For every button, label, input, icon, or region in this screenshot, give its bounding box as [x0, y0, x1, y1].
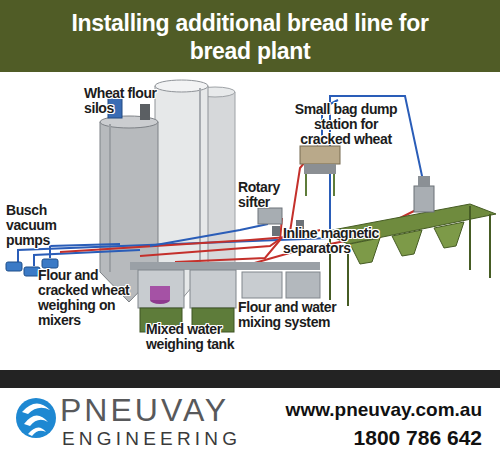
callout-label: Flour and cracked wheat weighing on mixe…: [38, 268, 138, 328]
receiver-tower: [414, 186, 434, 212]
dump-station-hood: [300, 146, 340, 164]
callout-label: Inline magnetic separators: [283, 226, 399, 256]
product-pipe: [230, 208, 420, 270]
logo-subtitle: ENGINEERING: [62, 428, 292, 450]
callout-label: Busch vacuum pumps: [6, 203, 64, 248]
mixing-system: [286, 272, 320, 298]
callout-label: Flour and water mixing system: [238, 300, 352, 330]
vacuum-pump: [42, 259, 58, 268]
silo-ladder: [199, 88, 201, 268]
hopper: [434, 222, 464, 248]
footer-band: [0, 370, 500, 388]
logo-swirl: [22, 403, 50, 414]
weighing-mixer: [138, 270, 184, 308]
silo-vent: [140, 104, 150, 120]
callout-label: Small bag dump station for cracked wheat: [288, 102, 404, 147]
logo-swirl: [24, 415, 48, 426]
rotary-sifter: [258, 208, 282, 224]
dump-station: [300, 146, 340, 196]
hopper: [350, 238, 380, 264]
vacuum-pump: [6, 262, 22, 271]
platform-leg: [469, 206, 471, 270]
title-band: [0, 0, 500, 72]
logo-mark: [16, 398, 56, 438]
dump-station-leg: [305, 174, 307, 196]
dump-station-leg: [333, 174, 335, 196]
logo-swirl: [28, 427, 46, 436]
platform-leg: [489, 214, 491, 278]
hopper: [392, 230, 422, 256]
callout-label: Wheat flour silos: [84, 86, 179, 116]
website-text: www.pneuvay.com.au: [270, 399, 482, 421]
callout-label: Rotary sifter: [238, 180, 296, 210]
pipe-group: [18, 96, 425, 270]
mixing-system: [242, 272, 282, 298]
magnetic-separator: [272, 226, 280, 236]
water-tank: [150, 286, 170, 300]
title-text: Installing additional bread line for bre…: [40, 9, 460, 65]
receiver-top: [418, 176, 430, 186]
logo-circle: [16, 398, 56, 438]
mixer-platform: [130, 262, 320, 270]
vacuum-pipe: [150, 224, 268, 246]
logo-wordmark: PNEUVAY: [60, 393, 290, 427]
phone-number: 1800 786 642: [270, 426, 482, 450]
dump-station-body: [304, 164, 336, 174]
vacuum-pipe: [18, 96, 425, 262]
weighing-mixer: [190, 270, 236, 308]
vacuum-pump: [24, 267, 40, 276]
callout-label: Mixed water weighing tank: [146, 322, 250, 352]
